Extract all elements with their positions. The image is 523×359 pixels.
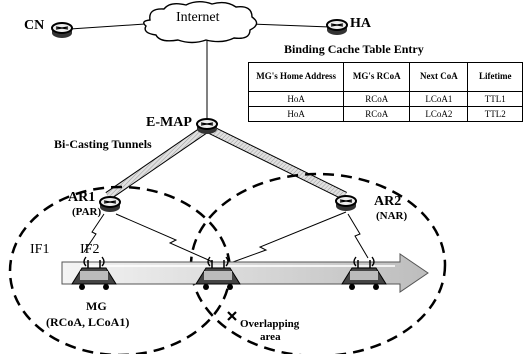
binding-cache-table: MG's Home Address MG's RCoA Next CoA Lif…: [247, 62, 523, 122]
col-header-rcoa: MG's RCoA: [343, 62, 411, 92]
binding-cache-title: Binding Cache Table Entry: [284, 42, 424, 56]
table-cell: LCoA2: [409, 106, 469, 122]
emap-label: E-MAP: [146, 115, 192, 130]
overlap-marker-icon: [227, 311, 237, 321]
table-cell: HoA: [247, 91, 345, 107]
mg-label: MG: [86, 299, 107, 313]
bicasting-label: Bi-Casting Tunnels: [54, 137, 152, 151]
link-internet-ha: [249, 23, 331, 28]
if1-label: IF1: [30, 242, 50, 257]
overlapping-area-label: area: [260, 331, 281, 343]
router-ha-icon: [326, 19, 348, 35]
link-cn-internet: [69, 23, 146, 30]
bicasting-tunnels: [105, 123, 347, 201]
table-cell: TTL1: [467, 91, 523, 107]
mg-address-label: (RCoA, LCoA1): [46, 315, 130, 329]
network-links: [69, 23, 331, 122]
table-header-row: MG's Home Address MG's RCoA Next CoA Lif…: [247, 62, 523, 92]
internet-label: Internet: [176, 10, 220, 25]
table-cell: LCoA1: [409, 91, 469, 107]
mg-vehicle-1-icon: [71, 256, 117, 290]
col-header-next-coa: Next CoA: [409, 62, 469, 92]
col-header-lifetime: Lifetime: [467, 62, 523, 92]
ar2-label: AR2: [374, 194, 402, 209]
cn-label: CN: [24, 18, 45, 33]
table-row: HoA RCoA LCoA1 TTL1: [247, 91, 523, 107]
mg-vehicle-3-icon: [341, 256, 387, 290]
router-emap-icon: [196, 118, 218, 134]
internet-cloud: [143, 1, 258, 44]
ar1-label: AR1: [68, 190, 96, 205]
table-cell: RCoA: [343, 91, 411, 107]
table-cell: TTL2: [467, 106, 523, 122]
table-cell: RCoA: [343, 106, 411, 122]
router-ar1-icon: [99, 196, 121, 212]
router-ar2-icon: [335, 195, 357, 211]
col-header-home-address: MG's Home Address: [247, 62, 345, 92]
movement-arrow: [61, 253, 429, 293]
table-cell: HoA: [247, 106, 345, 122]
wireless-links: [83, 211, 369, 267]
if2-label: IF2: [80, 242, 100, 257]
router-cn-icon: [51, 22, 73, 38]
nar-label: (NAR): [376, 210, 408, 222]
table-row: HoA RCoA LCoA2 TTL2: [247, 106, 523, 122]
overlapping-label: Overlapping: [240, 318, 300, 330]
ha-label: HA: [350, 16, 371, 31]
par-label: (PAR): [72, 206, 102, 218]
mg-vehicle-2-icon: [195, 256, 241, 290]
